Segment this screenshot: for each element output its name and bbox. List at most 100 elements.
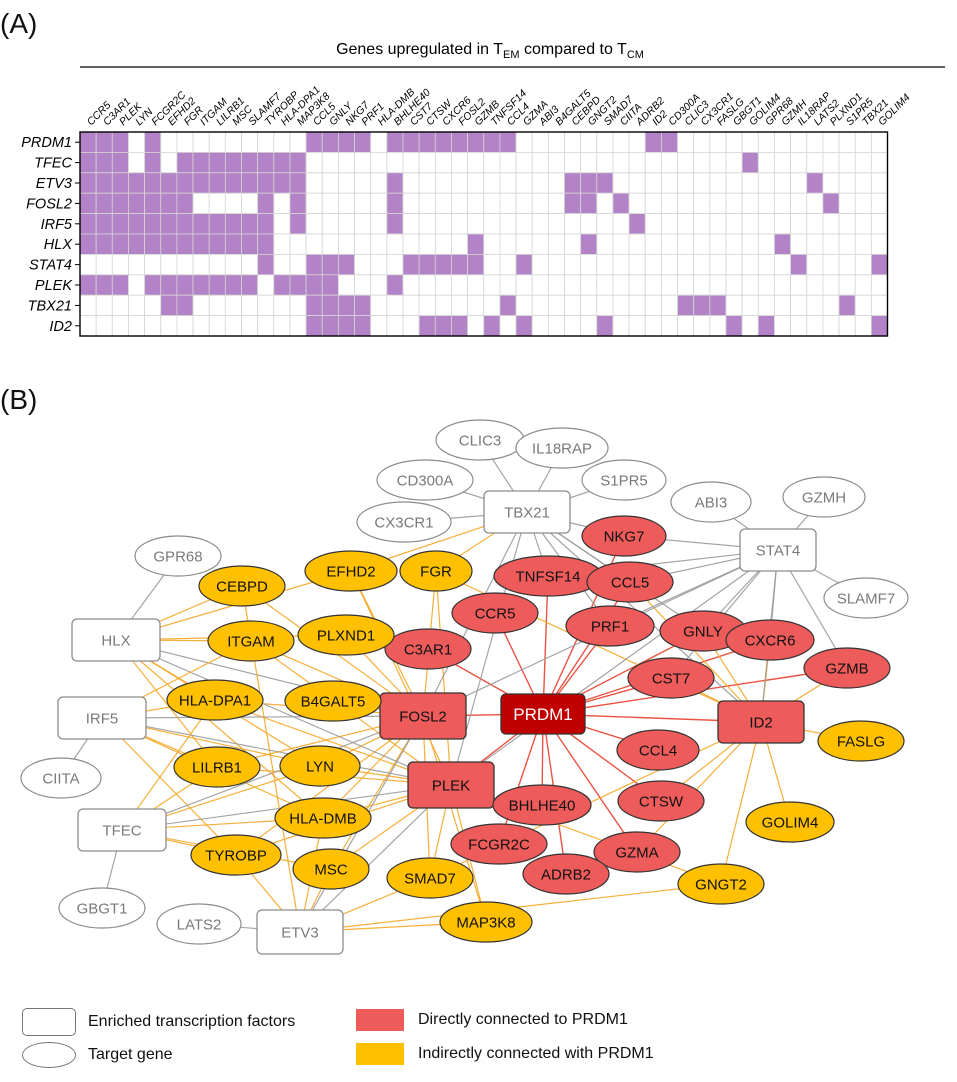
node-label: GZMA (615, 844, 658, 861)
node-label: IRF5 (86, 710, 119, 727)
node-shape (20, 757, 102, 799)
node-shape (134, 535, 222, 577)
matrix-row-label: ID2 (49, 319, 72, 335)
node-label: FCGR2C (468, 836, 530, 853)
node-ciita: CIITA (20, 757, 102, 799)
node-abi3: ABI3 (670, 481, 752, 523)
node-shape (739, 528, 817, 572)
node-label: TFEC (102, 822, 141, 839)
legend-item-tf: Enriched transcription factors (22, 1008, 295, 1036)
node-label: TNFSF14 (515, 568, 580, 585)
node-label: LILRB1 (192, 759, 242, 776)
node-label: STAT4 (756, 542, 800, 559)
node-prdm1: PRDM1 (500, 693, 586, 735)
node-c3ar1: C3AR1 (384, 628, 472, 670)
node-fosl2: FOSL2 (379, 692, 467, 740)
node-gngt2: GNGT2 (677, 863, 765, 905)
node-shape (817, 720, 905, 762)
network-edge (542, 581, 631, 715)
node-shape (451, 592, 539, 634)
network-edge (350, 570, 452, 786)
node-label: CX3CR1 (374, 514, 433, 531)
node-shape (717, 700, 805, 744)
matrix-row-label: PRDM1 (21, 135, 72, 151)
matrix-cells (79, 131, 889, 337)
network-edge (435, 570, 452, 786)
network-edge (299, 784, 452, 933)
matrix-row-label: PLEK (35, 278, 73, 294)
legend: Enriched transcription factors Target ge… (0, 1000, 957, 1082)
legend-yellow-swatch (356, 1043, 404, 1065)
node-shape (522, 853, 610, 895)
network-edge (498, 713, 544, 845)
node-cst7: CST7 (627, 657, 715, 699)
node-shape (515, 427, 609, 469)
node-s1pr5: S1PR5 (581, 459, 667, 501)
node-shape (745, 801, 835, 843)
node-etv3: ETV3 (256, 909, 344, 955)
node-label: ETV3 (281, 924, 319, 941)
node-shape (379, 692, 467, 740)
node-il18rap: IL18RAP (515, 427, 609, 469)
node-shape (670, 481, 752, 523)
node-label: CCL5 (611, 574, 649, 591)
node-label: GNGT2 (695, 876, 747, 893)
matrix-row-labels: PRDM1TFECETV3FOSL2IRF5HLXSTAT4PLEKTBX21I… (21, 135, 80, 335)
node-label: SLAMF7 (837, 590, 895, 607)
node-shape (207, 620, 295, 662)
node-hla-dpa1: HLA-DPA1 (166, 679, 264, 721)
node-label: FGR (420, 563, 452, 580)
node-shape (304, 550, 398, 592)
node-label: LYN (306, 758, 334, 775)
node-label: S1PR5 (600, 472, 648, 489)
node-smad7: SMAD7 (386, 857, 474, 899)
legend-indirect-label: Indirectly connected with PRDM1 (418, 1045, 654, 1062)
network-edge (330, 715, 424, 870)
node-golim4: GOLIM4 (745, 801, 835, 843)
node-label: EFHD2 (326, 563, 375, 580)
node-cd300a: CD300A (376, 459, 474, 501)
node-shape (198, 565, 286, 607)
node-shape (156, 903, 242, 945)
node-gpr68: GPR68 (134, 535, 222, 577)
network-edge (629, 581, 762, 723)
node-label: ADRB2 (541, 866, 591, 883)
network-edge (101, 717, 237, 856)
panel-a-label: (A) (0, 8, 38, 39)
node-gbgt1: GBGT1 (58, 887, 146, 929)
node-id2: ID2 (717, 700, 805, 744)
node-label: SMAD7 (404, 870, 456, 887)
node-label: GOLIM4 (762, 814, 819, 831)
node-shape (616, 729, 700, 771)
network-edge (121, 699, 216, 831)
matrix-row-label: HLX (44, 237, 74, 253)
node-shape (284, 680, 382, 722)
node-shape (57, 696, 147, 740)
node-shape (386, 857, 474, 899)
node-label: HLX (101, 632, 130, 649)
node-shape (407, 761, 495, 809)
network-edge (636, 721, 762, 853)
network-edge (121, 715, 424, 831)
matrix-row-label: IRF5 (41, 217, 73, 233)
network-panel: PRDM1FOSL2PLEKID2HLXIRF5TFECETV3TBX21STA… (20, 419, 909, 955)
node-lilrb1: LILRB1 (173, 746, 261, 788)
node-shape (483, 490, 571, 534)
node-prf1: PRF1 (565, 605, 655, 647)
node-label: GZMB (825, 660, 868, 677)
node-label: BHLHE40 (509, 797, 576, 814)
node-label: HLA-DMB (289, 810, 357, 827)
node-label: GPR68 (153, 548, 202, 565)
node-label: TBX21 (504, 504, 550, 521)
node-gzmb: GZMB (803, 647, 891, 689)
node-shape (677, 863, 765, 905)
node-itgam: ITGAM (207, 620, 295, 662)
network-edge (115, 639, 452, 786)
node-hlx: HLX (71, 618, 161, 662)
node-fgr: FGR (399, 550, 473, 592)
node-shape (627, 657, 715, 699)
node-plxnd1: PLXND1 (297, 614, 395, 656)
node-label: CEBPD (216, 578, 268, 595)
node-shape (725, 619, 815, 661)
node-label: CD300A (397, 472, 454, 489)
